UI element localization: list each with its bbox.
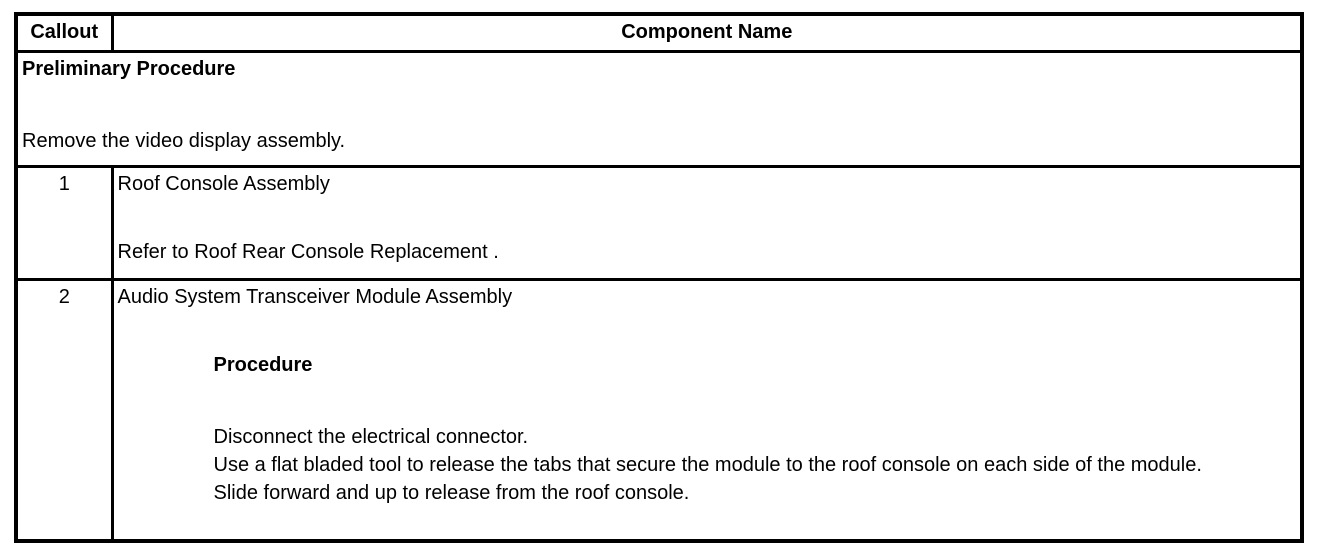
preliminary-procedure-cell: Preliminary Procedure Remove the video d… xyxy=(14,50,1304,168)
preliminary-procedure-title: Preliminary Procedure xyxy=(22,58,236,80)
preliminary-procedure-instruction: Remove the video display assembly. xyxy=(22,130,346,152)
component-cell-2: Audio System Transceiver Module Assembly… xyxy=(110,278,1304,543)
component-cell-1: Roof Console Assembly Refer to Roof Rear… xyxy=(110,165,1304,281)
component-name-1: Roof Console Assembly xyxy=(117,173,330,195)
table-row: 2 Audio System Transceiver Module Assemb… xyxy=(14,278,1304,543)
procedure-steps: Disconnect the electrical connector. Use… xyxy=(118,423,1297,507)
preliminary-procedure-row: Preliminary Procedure Remove the video d… xyxy=(14,50,1304,168)
table-row: 1 Roof Console Assembly Refer to Roof Re… xyxy=(14,165,1304,281)
component-name-column-header: Component Name xyxy=(110,12,1304,53)
callout-number-2: 2 xyxy=(14,278,114,543)
procedure-step: Slide forward and up to release from the… xyxy=(213,482,690,504)
component-reference-link-1: Refer to Roof Rear Console Replacement . xyxy=(117,241,499,263)
component-name-2: Audio System Transceiver Module Assembly xyxy=(117,286,513,308)
procedure-step: Use a flat bladed tool to release the ta… xyxy=(213,454,1202,476)
procedure-step: Disconnect the electrical connector. xyxy=(213,426,529,448)
component-table: Callout Component Name Preliminary Proce… xyxy=(14,12,1304,543)
table-header-row: Callout Component Name xyxy=(14,12,1304,53)
callout-number-1: 1 xyxy=(14,165,114,281)
procedure-title: Procedure xyxy=(213,354,313,376)
callout-column-header: Callout xyxy=(14,12,114,53)
